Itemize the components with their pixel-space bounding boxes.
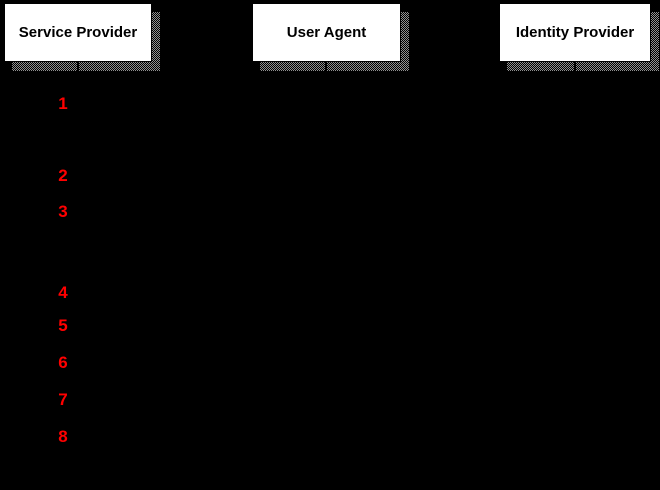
actor-box: User Agent (252, 3, 401, 62)
actor-service-provider: Service Provider (4, 3, 160, 71)
step-number-8: 8 (58, 427, 68, 446)
actor-box: Service Provider (4, 3, 152, 62)
step-number-1: 1 (58, 94, 68, 113)
actor-user-agent: User Agent (252, 3, 409, 71)
lifeline-user-agent (325, 62, 327, 470)
step-number-6: 6 (58, 353, 68, 372)
actor-identity-provider: Identity Provider (499, 3, 659, 71)
step-number-2: 2 (58, 166, 68, 185)
actor-box: Identity Provider (499, 3, 651, 62)
lifeline-identity-provider (574, 62, 576, 470)
step-number-5: 5 (58, 316, 68, 335)
step-number-3: 3 (58, 202, 68, 221)
actor-label-service-provider: Service Provider (18, 24, 138, 41)
lifeline-service-provider (77, 62, 79, 470)
actor-label-user-agent: User Agent (286, 24, 367, 41)
step-number-4: 4 (58, 283, 68, 302)
actor-label-identity-provider: Identity Provider (515, 24, 635, 41)
step-number-7: 7 (58, 390, 68, 409)
